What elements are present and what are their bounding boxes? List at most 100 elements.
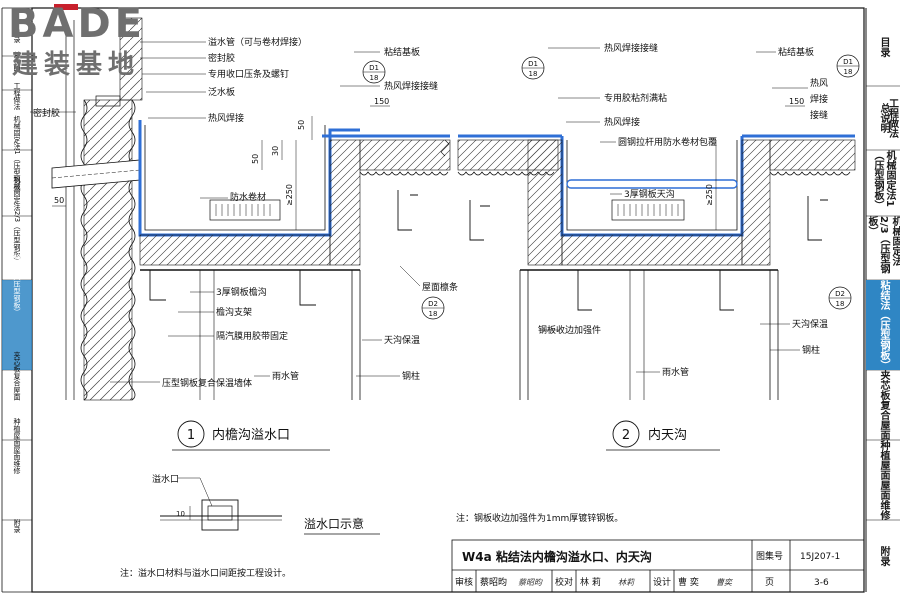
dim-30: 30 xyxy=(271,146,280,156)
label-hot-air-seam: 热风焊接接缝 xyxy=(384,80,438,92)
checker: 林 莉 xyxy=(580,576,601,588)
left-margin-tab-labels: 目录 总说明 工程做法 机械固定法1（压型钢板） 机械固定法2/3（压型钢板） … xyxy=(13,29,21,533)
label-steel-column: 钢柱 xyxy=(402,370,420,382)
label2-hot-air-weld-r2: 焊接 xyxy=(810,93,828,105)
ref2-page: 18 xyxy=(429,310,438,318)
left-tab-label: 附录 xyxy=(13,518,21,533)
tab-mech-2-3[interactable]: 机械固定法2/3（压型钢板） xyxy=(866,216,900,280)
left-tab-label: 夹芯板复合屋面 xyxy=(13,351,21,402)
label-gutter-support: 檐沟支架 xyxy=(216,306,252,318)
dim-150: 150 xyxy=(374,97,389,106)
left-tab-label: 粘结法（压型钢板） xyxy=(13,252,21,316)
note-right: 注：钢板收边加强件为1mm厚镀锌钢板。 xyxy=(456,512,623,524)
label-sealant-top: 密封胶 xyxy=(208,52,235,64)
tab-appendix[interactable]: 附录 xyxy=(866,520,900,592)
dim-50a: 50 xyxy=(297,120,306,130)
title-block-text: W4a 粘结法内檐沟溢水口、内天沟 图集号 15J207-1 审核 蔡昭昀 蔡昭… xyxy=(455,549,840,588)
label2-gutter: 3厚钢板天沟 xyxy=(624,188,675,200)
tab-label: 机械固定法1（压型钢板） xyxy=(872,150,895,210)
tab-general[interactable]: 总说明 xyxy=(866,86,900,150)
left-active-tab[interactable] xyxy=(2,280,32,370)
label-bond-board: 粘结基板 xyxy=(384,46,420,58)
left-tab-label: 总说明 xyxy=(13,51,21,74)
composite-wall xyxy=(83,99,133,401)
tab-label: 粘结法（压型钢板） xyxy=(878,280,889,370)
tab-methods[interactable]: 工程做法 xyxy=(883,86,900,150)
tab-green-roof[interactable]: 种植屋面屋面维修 xyxy=(866,440,900,520)
note-left: 注：溢水口材料与溢水口间距按工程设计。 xyxy=(120,567,291,579)
label-composite-wall: 压型钢板复合保温墙体 xyxy=(162,377,252,389)
gutter-grate xyxy=(209,199,281,221)
label2-round-bar: 圆钢拉杆用防水卷材包覆 xyxy=(618,136,717,148)
label-hot-air-weld: 热风焊接 xyxy=(208,112,244,124)
tab-label: 工程做法 xyxy=(886,98,898,138)
review-label: 审核 xyxy=(455,576,473,588)
round-bar xyxy=(566,179,738,189)
reviewer: 蔡昭昀 xyxy=(480,576,507,588)
tab-label: 夹芯板复合屋面 xyxy=(878,370,889,440)
detail-1-labels: 溢水管（可与卷材焊接） 密封胶 专用收口压条及螺钉 泛水板 热风焊接 密封胶 防… xyxy=(33,36,458,389)
label2-edge-stiffener: 钢板收边加强件 xyxy=(538,324,601,336)
label-overflow-pipe: 溢水管（可与卷材焊接） xyxy=(208,36,307,48)
label-flashing: 泛水板 xyxy=(208,86,235,98)
dim2-250: ≥250 xyxy=(705,184,714,206)
label-downpipe: 雨水管 xyxy=(272,370,299,382)
label-purlin: 屋面檩条 xyxy=(422,281,458,293)
logo-top: BADE xyxy=(8,1,146,47)
label2-gutter-insulation: 天沟保温 xyxy=(792,318,828,330)
label2-hot-air-weld: 热风焊接 xyxy=(604,116,640,128)
tab-label: 总说明 xyxy=(878,103,889,133)
tab-label: 种植屋面屋面维修 xyxy=(878,440,889,520)
tab-mech-1[interactable]: 机械固定法1（压型钢板） xyxy=(866,150,900,216)
left-tab-label: 目录 xyxy=(13,29,21,43)
label2-steel-column: 钢柱 xyxy=(802,344,820,356)
dim-50b: 50 xyxy=(251,154,260,164)
ref1-page: 18 xyxy=(370,74,379,82)
left-tab-label: 种植屋面屋面维修 xyxy=(13,417,21,475)
label-gutter-insulation: 天沟保温 xyxy=(384,334,420,346)
detail-2-dims: 150 ≥250 xyxy=(705,97,804,206)
detail-1-title: 内檐沟溢水口 xyxy=(212,427,290,443)
detail-1-number: 1 xyxy=(187,428,195,443)
design-label: 设计 xyxy=(653,576,671,588)
overflow-sketch xyxy=(160,477,282,531)
ref2-num: D2 xyxy=(428,300,438,308)
detail-2-title: 内天沟 xyxy=(648,427,687,443)
ref1-num: D1 xyxy=(369,64,379,72)
reviewer-signature: 蔡昭昀 xyxy=(518,578,543,587)
label-batten: 专用收口压条及螺钉 xyxy=(208,68,289,80)
label-sealant-left: 密封胶 xyxy=(33,107,60,119)
label2-special-glue: 专用胶粘剂满粘 xyxy=(604,92,667,104)
checker-signature: 林莉 xyxy=(618,578,636,587)
ref2a-page: 18 xyxy=(529,70,538,78)
tab-bonding[interactable]: 粘结法（压型钢板） xyxy=(866,280,900,370)
atlas-no: 15J207-1 xyxy=(800,552,840,562)
detail-2-labels: 热风焊接接缝 专用胶粘剂满粘 热风焊接 圆钢拉杆用防水卷材包覆 3厚钢板天沟 粘… xyxy=(538,42,828,378)
title-block xyxy=(451,539,865,593)
left-tab-label: 机械固定法1（压型钢板） xyxy=(13,114,21,196)
detail-2-number: 2 xyxy=(622,428,630,443)
left-tab-label: 机械固定法2/3（压型钢板） xyxy=(13,175,21,264)
page-no: 3-6 xyxy=(814,578,829,588)
detail-1-dims: 150 50 50 30 ≥250 50 xyxy=(54,97,389,206)
ref2b-page: 18 xyxy=(844,68,853,76)
tab-sandwich[interactable]: 夹芯板复合屋面 xyxy=(866,370,900,440)
atlas-label: 图集号 xyxy=(756,550,783,562)
detail-1-drawing xyxy=(30,17,451,448)
ref2c-page: 18 xyxy=(836,300,845,308)
label2-bond-board: 粘结基板 xyxy=(778,46,814,58)
tab-contents[interactable]: 目录 xyxy=(866,8,900,86)
tab-label: 机械固定法2/3（压型钢板） xyxy=(866,216,900,274)
label2-downpipe: 雨水管 xyxy=(662,366,689,378)
logo-accent xyxy=(54,4,78,10)
dim-250: ≥250 xyxy=(285,184,294,206)
detail-1-refs: D1 18 D2 18 xyxy=(369,64,438,318)
designer-signature: 曹奕 xyxy=(716,578,734,587)
detail-2-refs: D1 18 D1 18 D2 18 xyxy=(528,58,853,308)
page-label: 页 xyxy=(765,577,774,588)
detail-1-number-circle xyxy=(177,420,205,448)
left-tab-label: 工程做法 xyxy=(13,82,21,111)
ref2a-num: D1 xyxy=(528,60,538,68)
